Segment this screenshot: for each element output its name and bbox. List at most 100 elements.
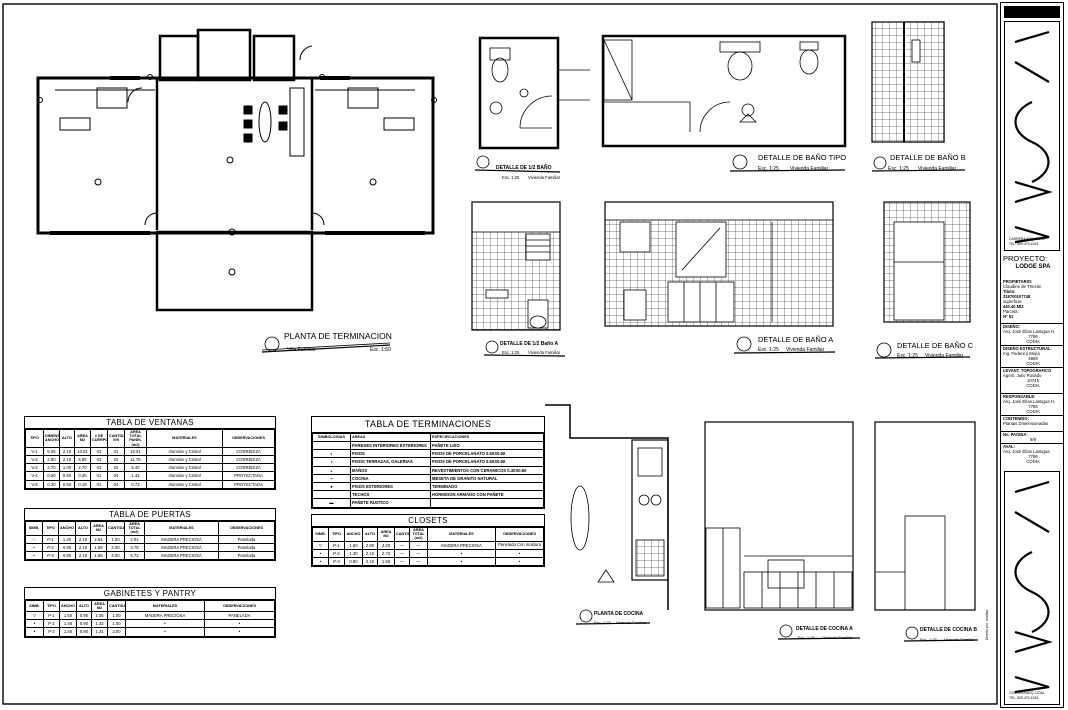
endorsement-label: AVAL: — [1003, 444, 1015, 449]
table-cell: 2.10 — [59, 446, 75, 457]
responsible-org: CODIA — [1026, 409, 1040, 414]
owner-label: PROPIETARIO: — [1003, 279, 1033, 284]
finishes-table-title: TABLA DE TERMINACIONES — [312, 417, 544, 433]
table-cell: • — [25, 542, 43, 552]
table-cell: 2.80 — [362, 540, 378, 550]
table-header: # DE CUERPOS — [90, 429, 108, 448]
table-cell: ▬ — [312, 498, 351, 508]
bath-tipo-plan — [601, 34, 847, 148]
table-header: SIMBOLOGIAS — [312, 433, 351, 442]
table-header: ANCHO — [58, 521, 76, 536]
table-header: AREAS — [350, 433, 431, 442]
table-cell: V-2 — [25, 454, 44, 465]
table-cell: MADERA PRECIOSA — [427, 540, 496, 550]
table-cell: 0.80 — [344, 556, 363, 567]
table-cell: Panelada — [218, 550, 275, 561]
table-cell: ◐ — [312, 449, 351, 459]
table-cell: 2.10 — [362, 548, 378, 558]
table-header: SIMB. — [312, 527, 329, 542]
table-cell: 1.48 — [59, 619, 77, 629]
table-cell: 2.70 — [74, 463, 91, 473]
logo-bottom: CARRERA ARQ. DOAL TEL: 809-473-1063 — [1004, 471, 1060, 705]
table-header: AREA M2 — [377, 527, 395, 542]
table-cell: P-3 — [42, 550, 59, 561]
table-cell: 1.00 — [107, 610, 126, 621]
table-cell: PAREDES INTERIORES EXTERIORES — [350, 440, 431, 451]
kitchen-a-type: Vivienda Familiar — [822, 635, 853, 640]
table-cell: PANELADA — [204, 610, 275, 621]
table-header: TIPO — [328, 527, 345, 542]
table-cell: • — [427, 548, 496, 558]
owner-name: Claudine de Thezán — [1003, 284, 1042, 289]
half-bath-scale: Esc. 1:25 — [502, 175, 520, 180]
table-header: ANCHO — [344, 527, 363, 542]
parcel-value: N° 51 — [1003, 314, 1014, 319]
table-cell: CORREDIZA — [222, 454, 275, 465]
table-cell: 0.72 — [124, 479, 147, 489]
content-value: Plantas Dimensionadas — [1003, 421, 1049, 426]
kitchen-a-title: DETALLE DE COCINA A — [796, 626, 853, 632]
area-label: superficie: — [1003, 299, 1023, 304]
table-cell: • — [312, 548, 329, 558]
half-bath-title: DETALLE DE 1/2 BAÑO — [496, 165, 552, 171]
main-plan-subtitle: Villa Familiar — [287, 347, 316, 353]
table-cell: 0.80 — [58, 550, 76, 561]
table-cell: — — [409, 540, 428, 550]
bath-c-elevation — [883, 201, 971, 323]
design-org: CODIA — [1026, 339, 1040, 344]
table-cell: — — [409, 556, 428, 567]
table-header: AREA TOTAL (m2) — [409, 527, 428, 542]
table-cell: PISOS — [350, 449, 431, 459]
table-cell: 5.88 — [74, 454, 91, 465]
project-name: LODGE SPA — [1015, 264, 1051, 270]
table-cell: 01 — [90, 479, 108, 489]
table-cell: — — [394, 548, 410, 558]
table-cell: REVESTIMIENTOS CON CERAMICOS 0.30X0.60 — [430, 465, 544, 475]
endorsement-name: Arq. José Elías Lantigua — [1003, 449, 1050, 454]
logo-caption: CARRERA ARQ. DOAL — [1009, 691, 1045, 695]
table-cell: Panelada — [218, 534, 275, 544]
table-cell: MADERA PRECIOSA — [144, 534, 219, 544]
windows-table: TABLA DE VENTANAS TIPO DIMENSIONES(m2) A… — [24, 416, 276, 490]
windows-header-row: TIPO DIMENSIONES(m2) ANCHO ALTO AREA M2 … — [25, 429, 275, 448]
logo-caption: TEL: 809-473-1063 — [1009, 242, 1039, 246]
structural-org: CODIA — [1026, 361, 1040, 366]
table-cell: ▽ — [312, 540, 329, 550]
bath-tipo-scale: Esc. 1:25 — [758, 166, 779, 172]
table-header: ESPECIFICACIONES — [430, 433, 544, 442]
table-cell: 2.00 — [107, 627, 126, 637]
table-cell: 04 — [107, 471, 125, 481]
table-cell: 02 — [107, 463, 125, 473]
table-cell: ◓ — [312, 473, 351, 483]
kitchen-b-elevation — [874, 421, 976, 611]
responsible-name: Arq. José Elías Lantigua H. — [1003, 399, 1056, 404]
table-cell: — — [394, 556, 410, 567]
table-cell: TECHOS — [350, 490, 431, 500]
table-cell: MESETA DE GRANITO NATURAL — [430, 473, 544, 483]
table-cell: ▽ — [25, 610, 44, 621]
logo-top: CARRERA ARQ. DOAL TEL: 809-473-1063 — [1004, 21, 1060, 251]
table-cell: 0.60 — [43, 471, 60, 481]
table-cell: 1.68 — [377, 556, 395, 567]
table-cell: 0.36 — [74, 471, 91, 481]
table-cell: Aluminio y Cristal — [146, 463, 223, 473]
kitchen-plan — [545, 404, 669, 625]
table-header: OBSERVACIONES — [495, 527, 544, 542]
table-header: ANCHO — [59, 600, 77, 612]
table-cell: P-2 — [43, 619, 60, 629]
table-cell: 10.61 — [74, 446, 91, 457]
table-header: OBSERVACIONES — [222, 429, 275, 448]
table-cell: PISOS TERRAZAS, GALERIAS — [350, 457, 431, 467]
table-cell: 0.60 — [59, 471, 75, 481]
table-cell: Panelada — [218, 542, 275, 552]
